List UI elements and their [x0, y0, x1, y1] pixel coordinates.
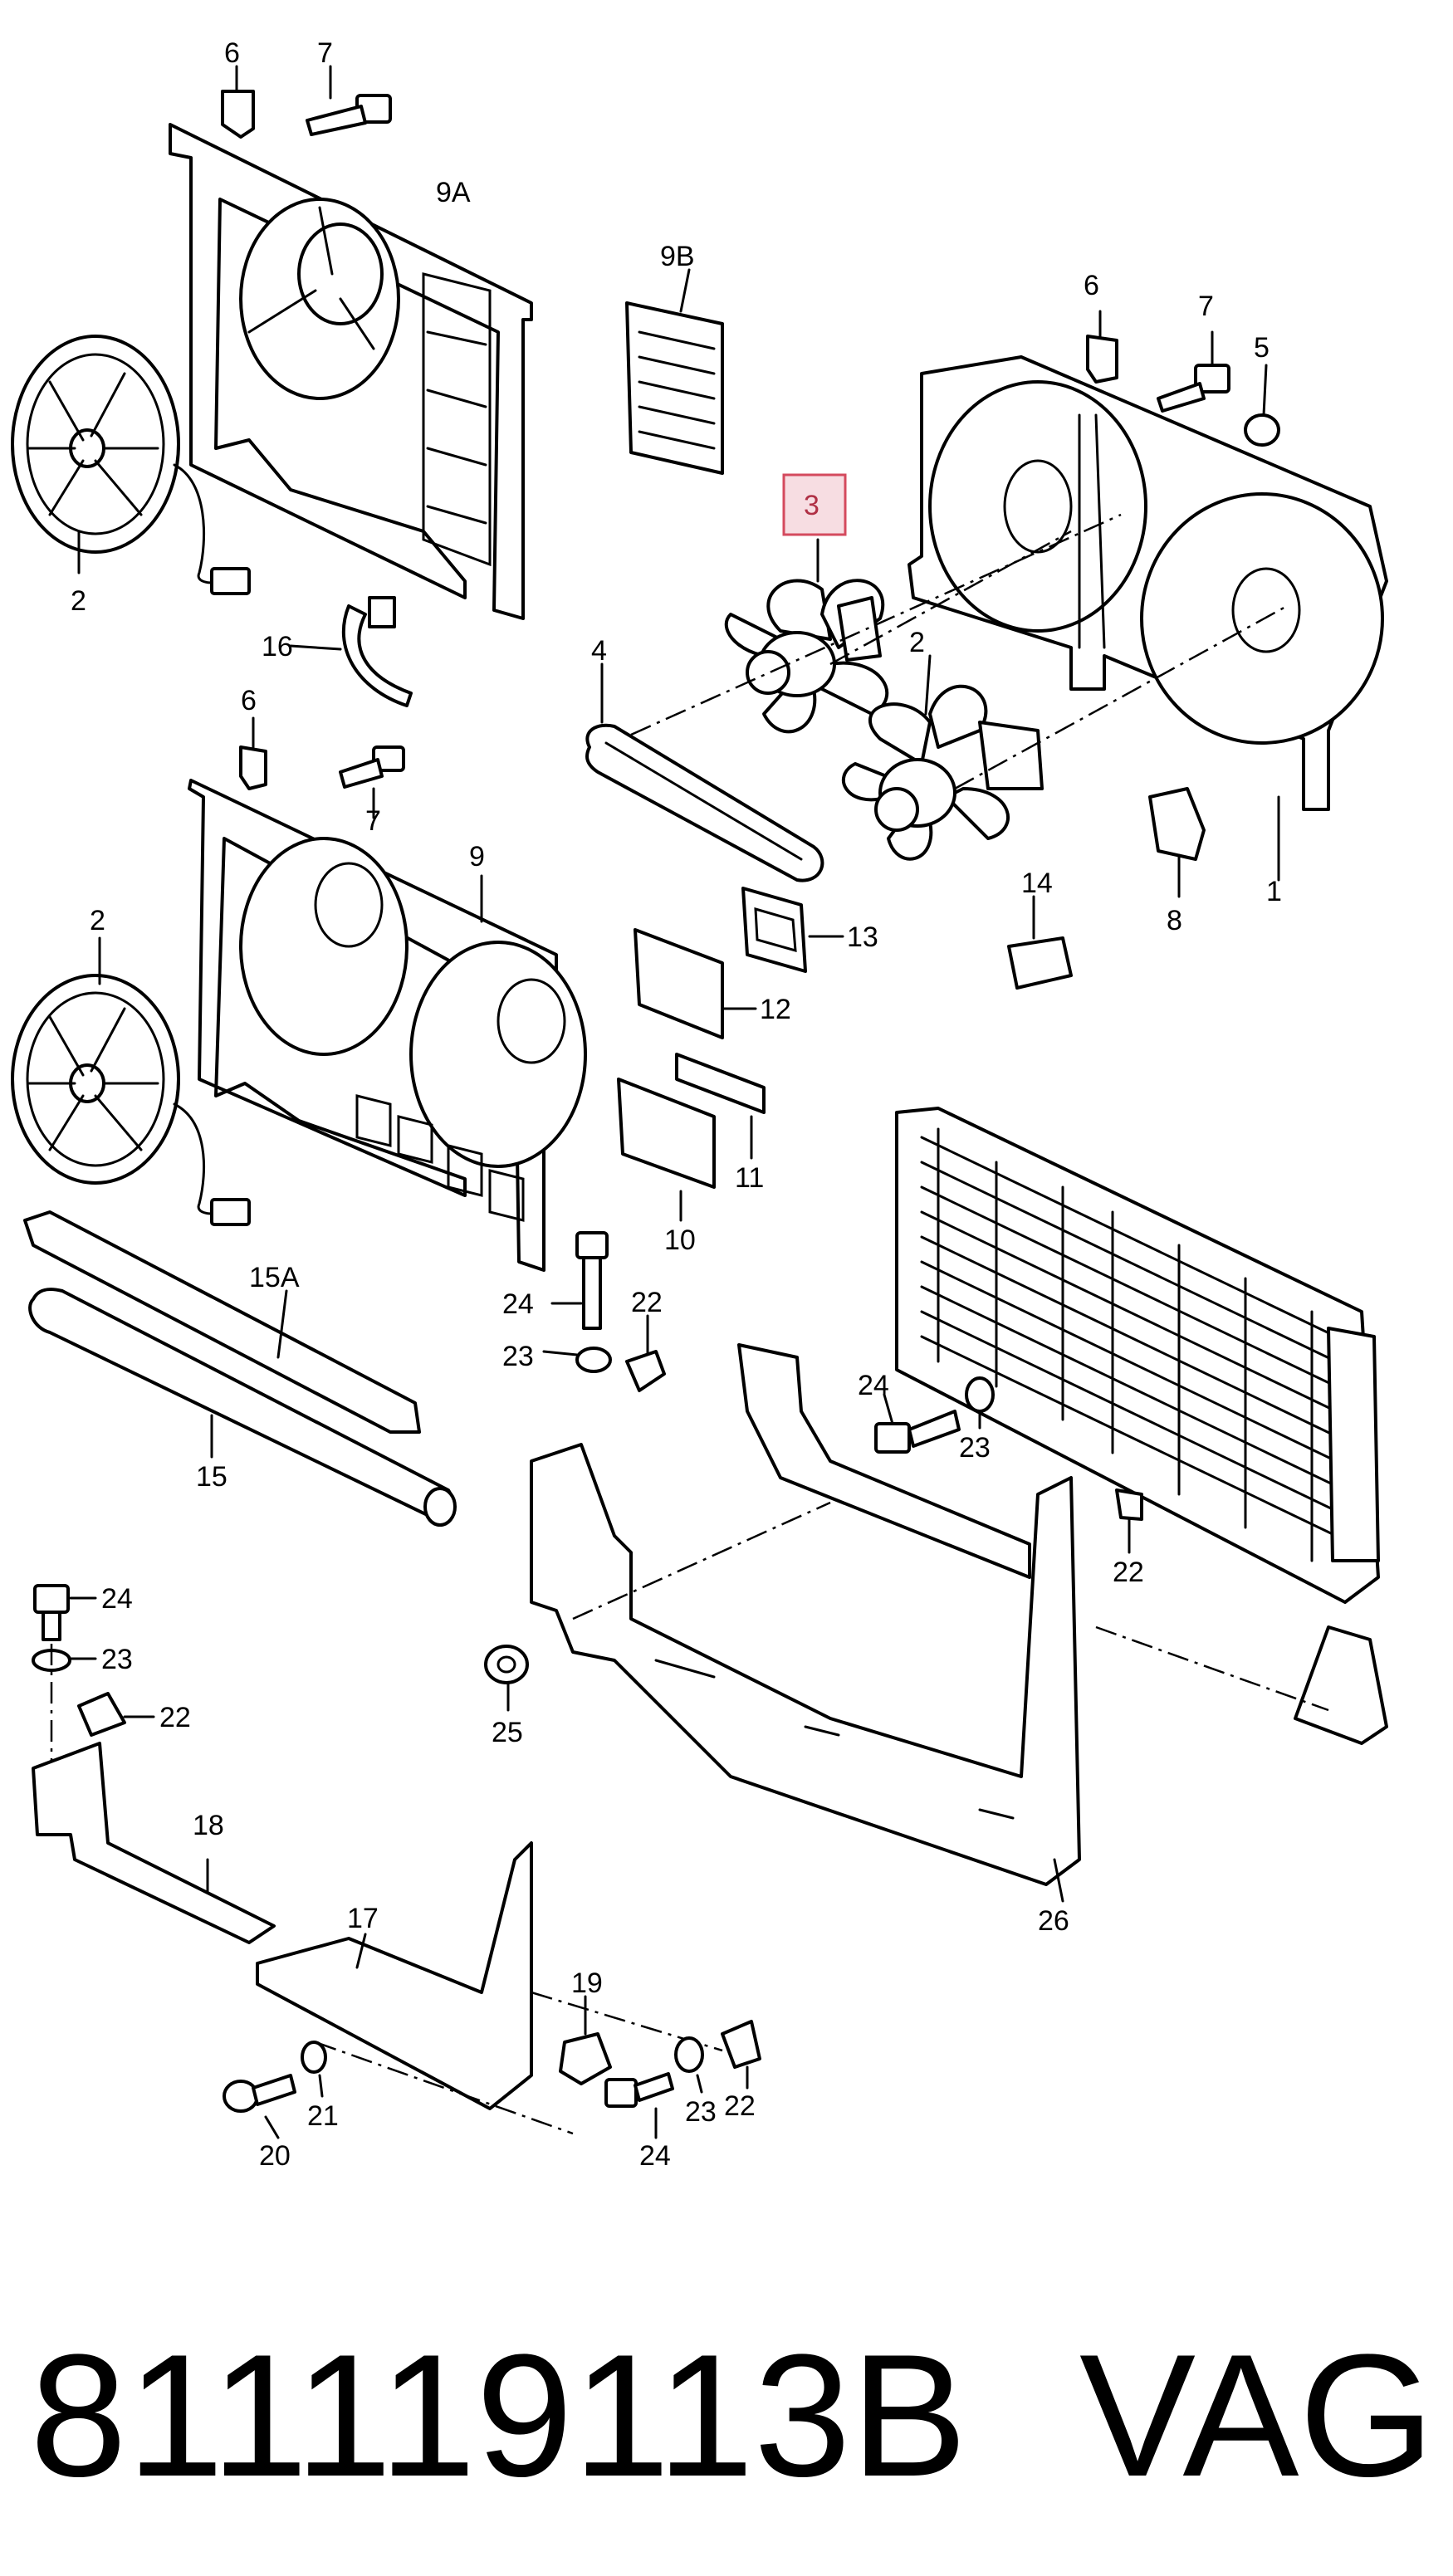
fan-shroud-1	[908, 355, 1388, 811]
bolt-7-right	[1157, 330, 1230, 413]
label-9b: 9B	[660, 241, 695, 272]
fan-shroud-9	[188, 779, 587, 1272]
bolt-24-mid	[550, 1231, 609, 1330]
bracket-13	[741, 887, 844, 973]
label-2-middle: 2	[909, 627, 925, 658]
strap-16	[289, 596, 413, 707]
fan-2-upper-left	[11, 335, 251, 595]
label-8: 8	[1167, 905, 1182, 936]
bolt-24-bottom	[604, 2072, 674, 2139]
label-9: 9	[469, 841, 485, 873]
label-22-left: 22	[159, 1702, 191, 1733]
label-12: 12	[760, 994, 791, 1025]
fan-2-middle	[841, 654, 1044, 861]
label-22-right: 22	[1113, 1557, 1144, 1588]
fan-shroud-9a	[169, 123, 533, 620]
nut-5	[1244, 364, 1280, 447]
label-7-right: 7	[1198, 291, 1214, 322]
fan-3	[724, 538, 889, 734]
label-22-bottom: 22	[724, 2090, 756, 2122]
bolt-24-right	[874, 1393, 961, 1454]
clip-22-left	[77, 1692, 155, 1737]
clip-22-mid	[625, 1314, 666, 1392]
exploded-parts-diagram: 6 7 9A 9B 6 7 5 3 2 16 4 2 6 7 9 1 8 14 …	[11, 37, 1388, 2172]
bolt-7-middle	[339, 745, 405, 819]
seal-15	[28, 1288, 457, 1527]
clip-6-right	[1086, 310, 1118, 384]
label-2-upper-left: 2	[71, 585, 86, 617]
washer-23-left	[32, 1649, 97, 1672]
label-23-mid: 23	[502, 1341, 534, 1372]
bolt-7-top	[306, 65, 392, 136]
label-21: 21	[307, 2100, 339, 2132]
label-17: 17	[347, 1903, 379, 1934]
module-10	[617, 1078, 716, 1222]
lock-carrier-26	[530, 1343, 1388, 1903]
nut-25	[484, 1645, 529, 1712]
washer-23-mid	[542, 1347, 612, 1373]
label-7-middle: 7	[365, 805, 381, 837]
clip-6-middle	[239, 716, 267, 790]
label-9a: 9A	[436, 177, 471, 208]
clip-22-bottom	[721, 2020, 761, 2090]
part-number: 811119113B	[30, 2318, 967, 2513]
clip-6-top	[221, 65, 255, 139]
label-24-mid: 24	[502, 1288, 534, 1320]
label-6-right: 6	[1084, 270, 1099, 301]
module-12	[634, 928, 757, 1039]
label-16: 16	[262, 631, 293, 662]
label-15a: 15A	[249, 1262, 300, 1293]
clip-14	[1007, 895, 1073, 990]
label-6-top: 6	[224, 37, 240, 69]
label-22-mid: 22	[631, 1287, 663, 1318]
label-15: 15	[196, 1461, 227, 1493]
belt-4	[585, 662, 824, 882]
label-11: 11	[735, 1162, 764, 1194]
air-guide-18	[32, 1742, 276, 1944]
washer-23-right	[965, 1376, 995, 1430]
label-10: 10	[664, 1224, 696, 1256]
label-2-lower-left: 2	[90, 905, 105, 936]
label-5: 5	[1254, 332, 1270, 364]
clip-22-right	[1115, 1488, 1143, 1554]
label-14: 14	[1021, 868, 1053, 899]
bracket-8	[1148, 787, 1206, 898]
label-4: 4	[591, 635, 607, 667]
label-13: 13	[847, 921, 878, 953]
screw-20	[223, 2074, 296, 2139]
label-19: 19	[571, 1967, 603, 1999]
brand-name: VAG	[1079, 2318, 1435, 2513]
label-7-top: 7	[317, 37, 333, 69]
fan-2-lower-left	[11, 936, 251, 1226]
label-23-right: 23	[959, 1432, 991, 1464]
label-24-bottom: 24	[639, 2140, 671, 2172]
label-24-right: 24	[858, 1370, 889, 1401]
seal-15a	[23, 1210, 421, 1434]
washer-21	[301, 2041, 327, 2098]
label-20: 20	[259, 2140, 291, 2172]
label-23-left: 23	[101, 1644, 133, 1675]
highlight-box-part-3	[782, 473, 847, 536]
label-3: 3	[804, 490, 819, 521]
label-1: 1	[1266, 876, 1282, 907]
air-guide-17	[256, 1841, 533, 2110]
label-6-middle: 6	[241, 685, 257, 716]
label-25: 25	[492, 1717, 523, 1748]
bolt-24-left	[33, 1584, 97, 1641]
grille-9b	[625, 268, 724, 475]
radiator	[895, 1107, 1380, 1604]
clip-19	[559, 1995, 612, 2085]
label-23-bottom: 23	[685, 2096, 717, 2128]
label-18: 18	[193, 1810, 224, 1841]
module-11	[675, 1053, 766, 1160]
washer-23-bottom	[674, 2036, 704, 2094]
label-24-left: 24	[101, 1583, 133, 1615]
label-26: 26	[1038, 1905, 1069, 1937]
